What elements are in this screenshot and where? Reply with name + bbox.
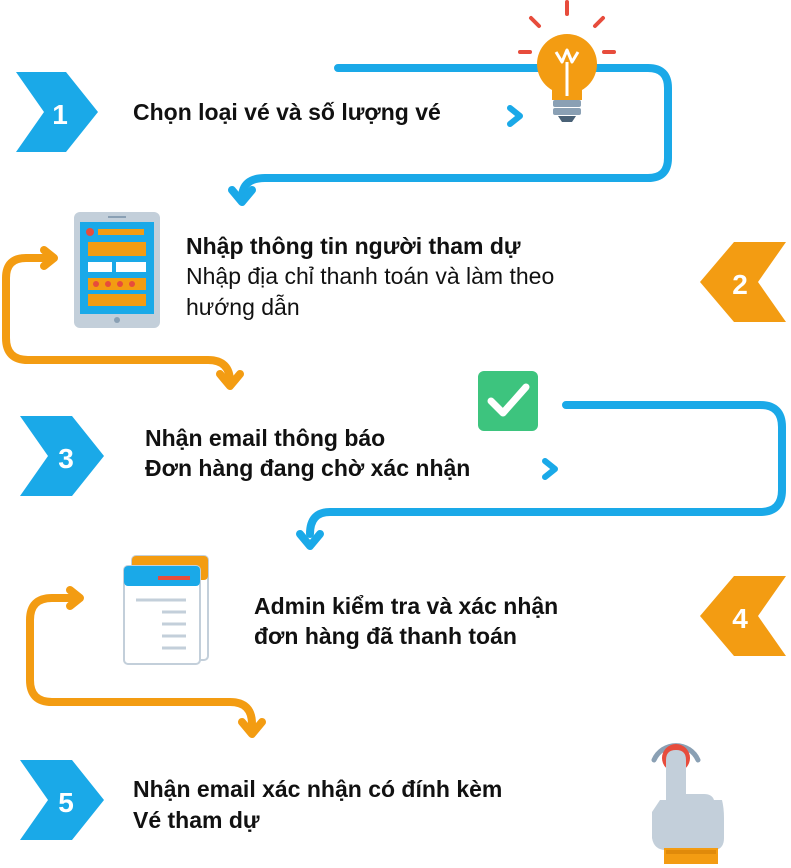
arrow-head-1-2 <box>228 186 256 206</box>
documents-icon <box>123 555 209 665</box>
step-badge-1: 1 <box>16 72 98 152</box>
checkmark-icon <box>478 371 538 431</box>
arrow-head-2-3b <box>216 370 244 390</box>
step-1-title: Chọn loại vé và số lượng vé <box>133 99 441 125</box>
arrow-head-3-4 <box>296 530 324 550</box>
step-2-title: Nhập thông tin người tham dự <box>186 233 521 259</box>
step-number-4: 4 <box>732 603 748 634</box>
step-2-description: Nhập địa chỉ thanh toán và làm theo <box>186 263 555 289</box>
step-4-title: Admin kiểm tra và xác nhận <box>254 593 559 619</box>
step-badge-4: 4 <box>700 576 786 656</box>
arrow-head-4-5 <box>66 586 84 610</box>
step-2-description-cont: hướng dẫn <box>186 294 300 320</box>
step-number-1: 1 <box>52 99 68 130</box>
step-badge-2: 2 <box>700 242 786 322</box>
step-badge-3: 3 <box>20 416 104 496</box>
chevron-right-icon <box>542 458 558 480</box>
chevron-right-icon <box>507 105 523 127</box>
step-number-5: 5 <box>58 787 74 818</box>
connector-4-5 <box>26 594 256 728</box>
step-badge-5: 5 <box>20 760 104 840</box>
step-5-title: Nhận email xác nhận có đính kèm <box>133 776 503 802</box>
connector-1-2 <box>238 64 672 202</box>
arrow-head-2-3 <box>40 246 58 270</box>
finger-touch-icon <box>651 743 724 864</box>
step-3-title: Nhận email thông báo <box>145 425 386 451</box>
connector-2-3 <box>2 254 234 386</box>
tablet-form-icon <box>74 212 160 328</box>
step-number-2: 2 <box>732 269 748 300</box>
step-3-subtitle: Đơn hàng đang chờ xác nhận <box>145 455 471 481</box>
step-number-3: 3 <box>58 443 74 474</box>
lightbulb-icon <box>518 0 616 122</box>
step-5-subtitle: Vé tham dự <box>133 807 260 833</box>
connector-3-4 <box>306 401 786 538</box>
arrow-head-4-5b <box>238 718 266 738</box>
step-4-subtitle: đơn hàng đã thanh toán <box>254 623 517 649</box>
